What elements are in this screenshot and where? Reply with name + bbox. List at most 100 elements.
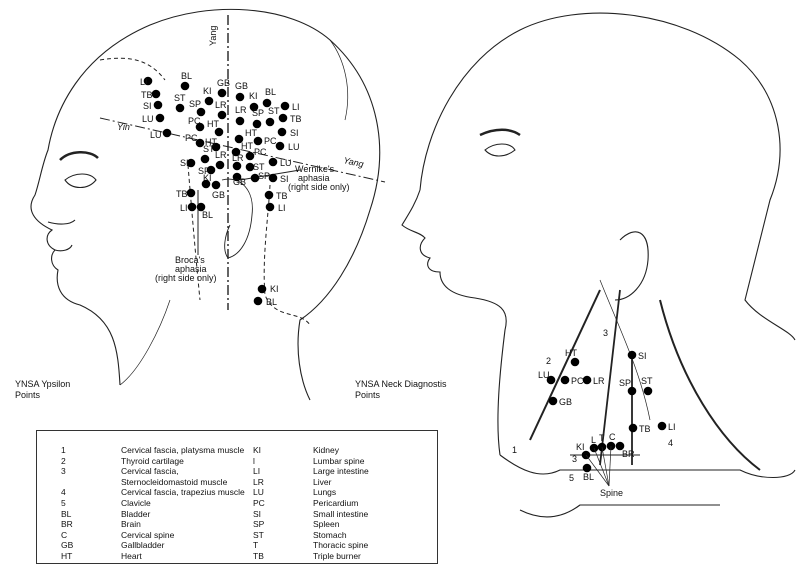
head-point-label: KI — [203, 86, 212, 96]
legend-key: 1 — [61, 445, 66, 455]
legend-value: Heart — [121, 550, 142, 561]
legend-value: Triple burner — [313, 550, 361, 561]
head-point-dot — [277, 127, 287, 137]
head-point-dot — [253, 136, 263, 146]
neck-point-dot — [546, 375, 556, 385]
broca-line3: (right side only) — [155, 273, 217, 283]
head-point-label: BL — [181, 71, 192, 81]
head-point-dot — [187, 202, 197, 212]
caption-ypsilon: YNSA Ypsilon Points — [15, 379, 70, 401]
head-point-label: BL — [266, 297, 277, 307]
region-2: 2 — [546, 356, 551, 366]
head-point-dot — [217, 88, 227, 98]
legend-key: LU — [253, 487, 264, 498]
head-point-dot — [249, 102, 259, 112]
head-point-dot — [235, 92, 245, 102]
head-point-label: LU — [280, 158, 292, 168]
legend-key: SP — [253, 519, 265, 530]
head-point-label: SP — [258, 171, 270, 181]
head-point-label: SP — [189, 99, 201, 109]
neck-point-label: ST — [641, 376, 653, 386]
head-point-label: LI — [278, 203, 286, 213]
spine-label: Spine — [600, 488, 623, 498]
head-point-dot — [195, 122, 205, 132]
head-point-dot — [257, 284, 267, 294]
region-5: 5 — [569, 473, 574, 483]
legend-value: Bladder — [121, 508, 151, 519]
yin-label: Yin — [117, 122, 130, 132]
head-point-dot — [265, 117, 275, 127]
neck-point-dot — [582, 375, 592, 385]
head-point-dot — [211, 142, 221, 152]
head-point-label: PC — [254, 147, 267, 157]
head-point-dot — [196, 107, 206, 117]
head-point-dot — [186, 158, 196, 168]
legend-key: BR — [61, 519, 73, 530]
neck-point-label: LU — [538, 370, 550, 380]
head-point-label: SI — [143, 101, 152, 111]
head-point-label: PC — [188, 116, 201, 126]
head-point-label: PC — [264, 136, 277, 146]
left-head-guides — [99, 15, 386, 326]
head-point-label: KI — [270, 284, 279, 294]
neck-point-dot — [627, 350, 637, 360]
legend-key: C — [61, 529, 68, 540]
legend-value: Small intestine — [313, 508, 369, 519]
head-point-label: GB — [217, 78, 230, 88]
head-point-label: HT — [245, 128, 257, 138]
head-point-dot — [204, 96, 214, 106]
head-point-label: TB — [276, 191, 288, 201]
caption-ypsilon-line2: Points — [15, 390, 41, 400]
neck-point-label: BL — [583, 472, 594, 482]
head-point-label: HT — [241, 141, 253, 151]
head-point-dot — [153, 100, 163, 110]
head-point-dot — [268, 173, 278, 183]
head-point-label: ST — [253, 162, 265, 172]
legend-value: Clavicle — [121, 497, 151, 508]
legend-key: T — [253, 540, 259, 551]
neck-point-dot — [548, 396, 558, 406]
head-point-label: TB — [141, 90, 153, 100]
legend-key: 4 — [61, 487, 66, 498]
legend-value: Pericardium — [313, 497, 359, 508]
legend-value: Large intestine — [313, 466, 369, 477]
caption-neck-line2: Points — [355, 390, 381, 400]
head-point-label: LR — [215, 100, 227, 110]
neck-point-label: L — [591, 435, 596, 445]
neck-point-label: SI — [638, 351, 647, 361]
region-3-upper: 3 — [603, 328, 608, 338]
head-point-label: ST — [268, 106, 280, 116]
yang-diagonal-label: Yang — [343, 155, 365, 169]
head-point-label: LI — [180, 203, 188, 213]
head-point-dot — [232, 172, 242, 182]
legend-value: Cervical fascia, trapezius muscle — [121, 487, 245, 498]
legend-key: BL — [61, 508, 72, 519]
legend-key: HT — [61, 550, 73, 561]
neck-point-label: BR — [622, 449, 635, 459]
head-point-dot — [252, 119, 262, 129]
legend-key: GB — [61, 540, 74, 551]
neck-point-label: PC — [571, 376, 584, 386]
region-1: 1 — [512, 445, 517, 455]
head-point-dot — [200, 154, 210, 164]
head-point-dot — [264, 190, 274, 200]
left-annotations: Yang Yin Yang Wernike's aphasia (right s… — [117, 26, 365, 283]
head-point-label: KI — [249, 91, 258, 101]
head-point-label: GB — [233, 177, 246, 187]
neck-point-label: LR — [593, 376, 605, 386]
head-point-dot — [234, 134, 244, 144]
head-point-dot — [206, 165, 216, 175]
head-point-label: LU — [150, 130, 162, 140]
head-point-dot — [278, 113, 288, 123]
